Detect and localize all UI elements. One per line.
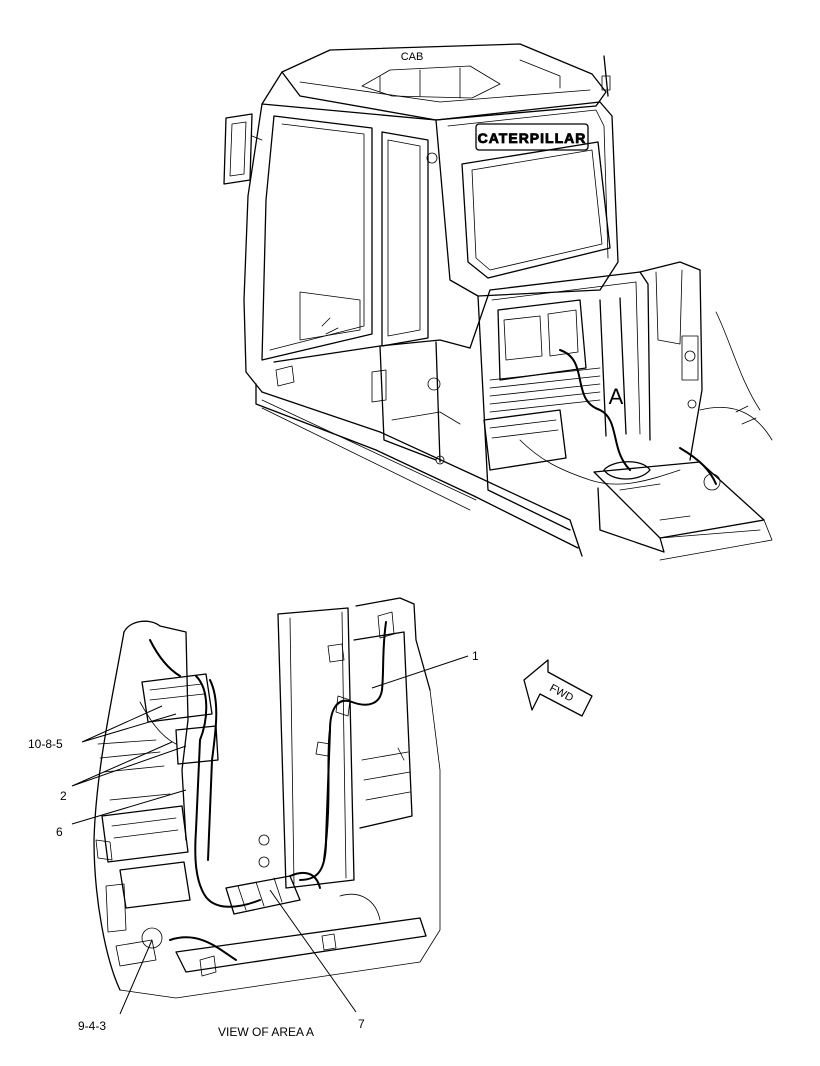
callout-9-4-3: 9-4-3 [78,1019,106,1033]
cab-brand-text: CATERPILLAR [478,130,587,146]
area-marker-label: A [609,384,624,409]
forward-arrow-icon: FWD [523,659,593,717]
callout-1: 1 [472,649,479,663]
cab-label: CAB [401,51,424,63]
callout-leaders [71,655,469,1015]
fwd-label: FWD [548,682,576,704]
cab-illustration: CATERPILLAR [223,43,773,561]
area-a-detail-view [93,597,441,999]
callout-2: 2 [60,789,67,803]
callout-6: 6 [56,825,63,839]
view-caption: VIEW OF AREA A [218,1025,314,1039]
callout-7: 7 [358,1017,365,1031]
callout-10-8-5: 10-8-5 [28,737,63,751]
